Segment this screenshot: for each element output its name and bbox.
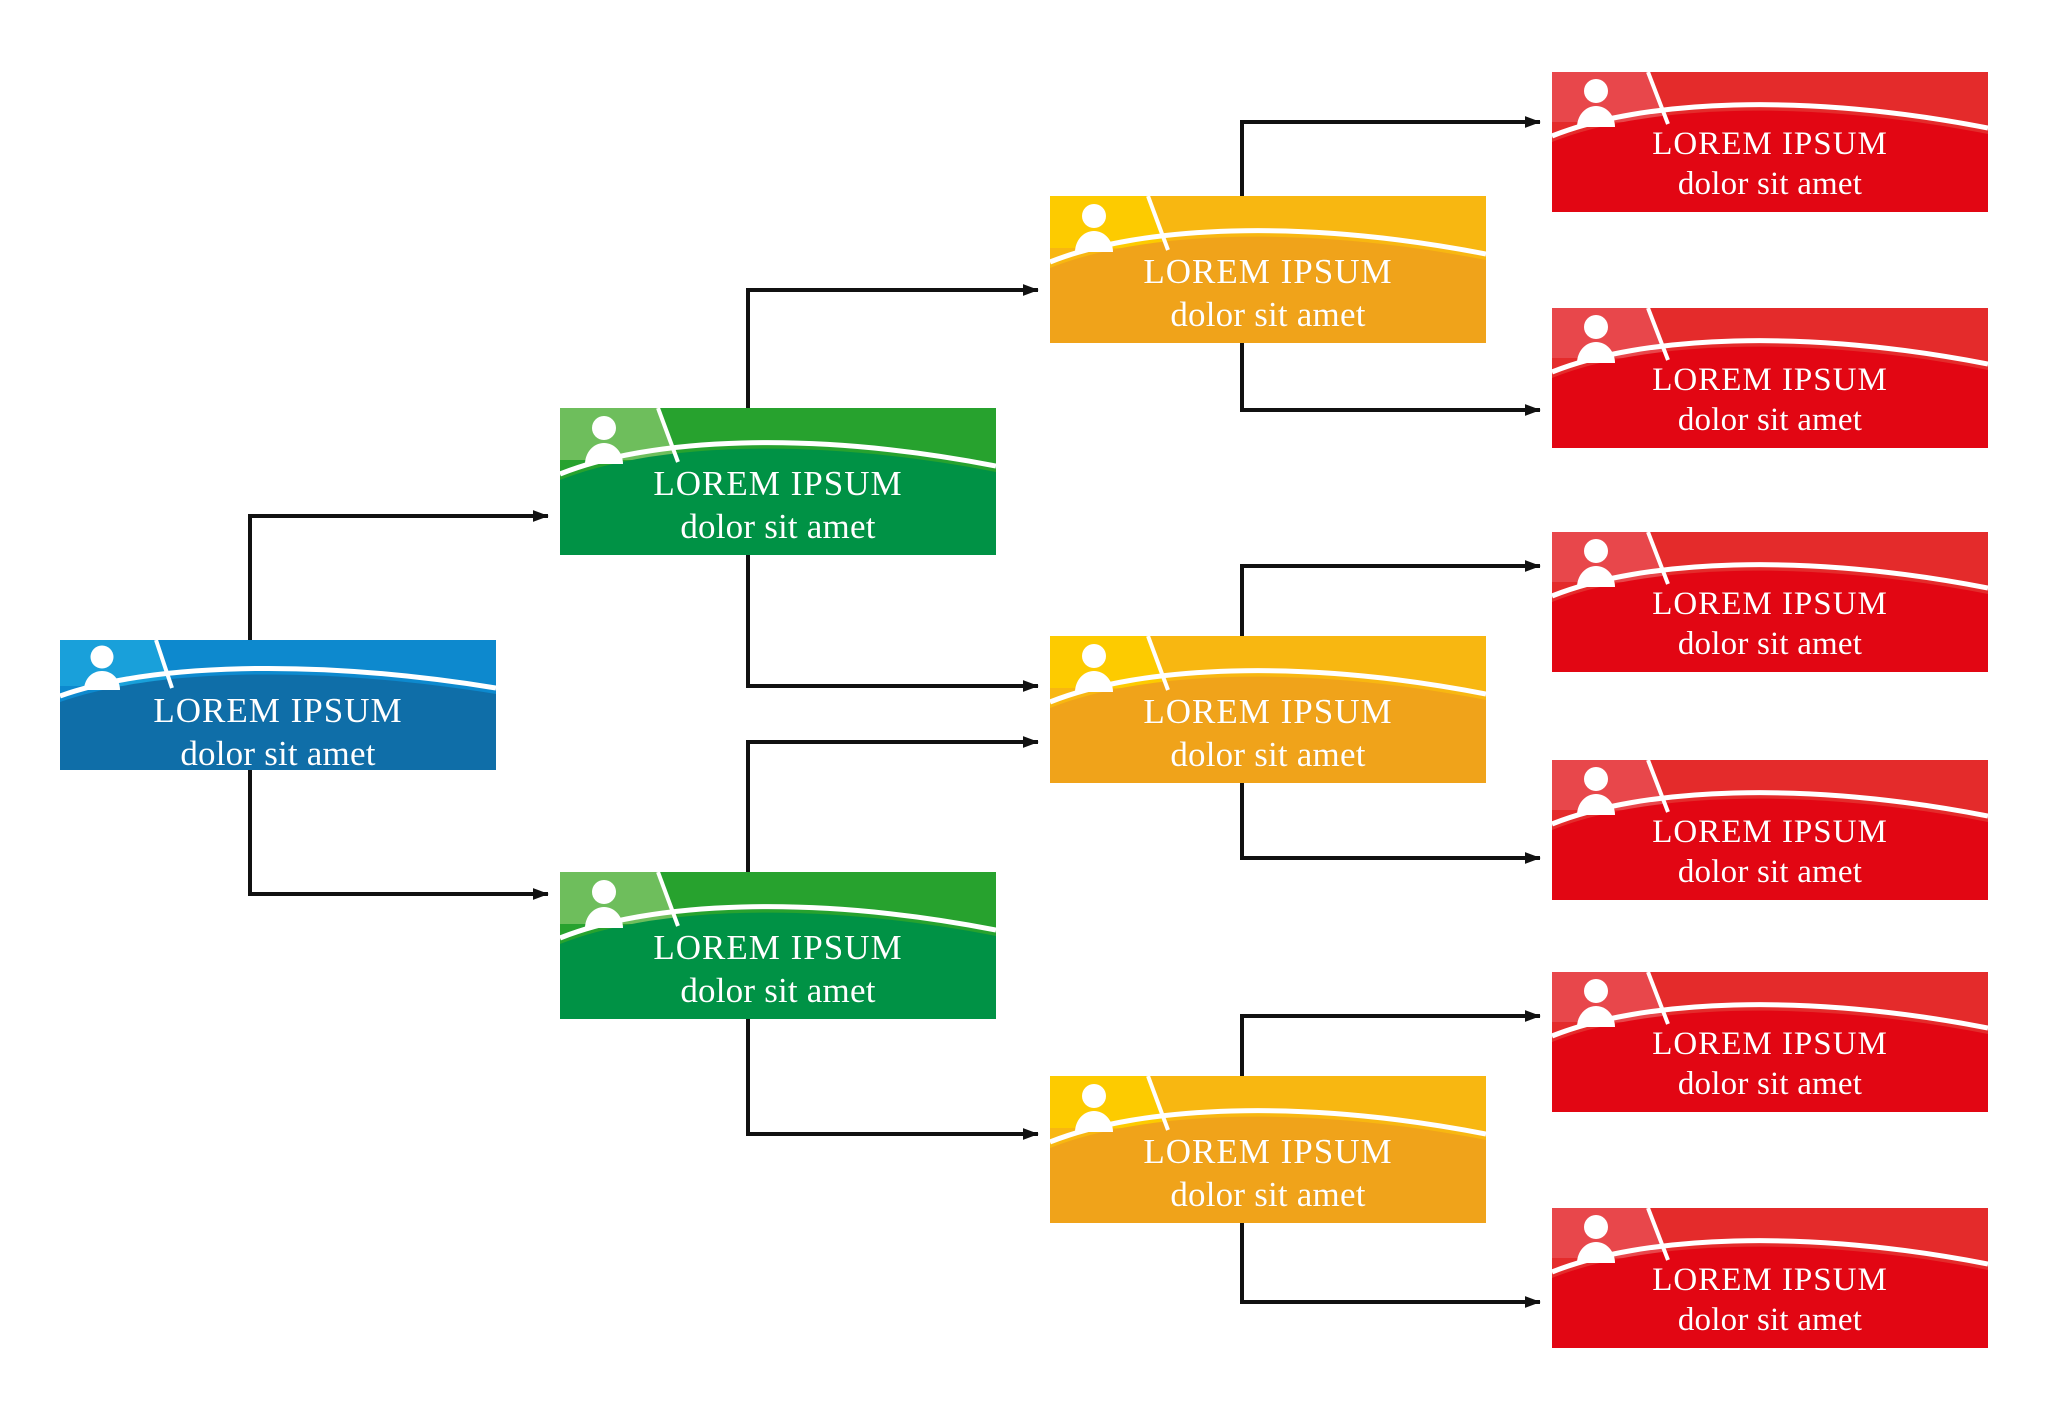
node-label-line2: dolor sit amet [1677,166,1863,203]
edge-n5-n10 [1240,783,1541,864]
node-label-line2: dolor sit amet [1170,734,1366,774]
node-red-1[interactable]: LOREM IPSUM dolor sit amet [1552,72,1988,212]
node-label: LOREM IPSUM dolor sit amet [1552,812,1988,893]
node-label-line2: dolor sit amet [1677,1066,1863,1103]
node-label: LOREM IPSUM dolor sit amet [1552,360,1988,441]
edge-n3-n5 [746,736,1039,872]
node-label-line2: dolor sit amet [1677,402,1863,439]
node-artwork [1050,636,1486,783]
node-label: LOREM IPSUM dolor sit amet [1050,691,1486,776]
node-artwork [560,872,996,1019]
node-label-line1: LOREM IPSUM [1652,814,1888,850]
node-label-line1: LOREM IPSUM [653,928,903,967]
node-label-line2: dolor sit amet [180,733,376,770]
node-artwork [560,408,996,555]
node-artwork [1552,72,1988,212]
node-label-line1: LOREM IPSUM [1143,252,1393,291]
node-root-blue[interactable]: LOREM IPSUM dolor sit amet [60,640,496,770]
node-label: LOREM IPSUM dolor sit amet [1050,251,1486,336]
node-label-line2: dolor sit amet [680,970,876,1010]
node-artwork [1552,308,1988,448]
node-label: LOREM IPSUM dolor sit amet [1552,1024,1988,1105]
node-label-line2: dolor sit amet [1170,1174,1366,1214]
edge-n6-n11 [1240,1010,1541,1076]
node-red-6[interactable]: LOREM IPSUM dolor sit amet [1552,1208,1988,1348]
node-red-4[interactable]: LOREM IPSUM dolor sit amet [1552,760,1988,900]
node-label-line2: dolor sit amet [1677,626,1863,663]
node-label-line1: LOREM IPSUM [1652,1262,1888,1298]
node-green-2[interactable]: LOREM IPSUM dolor sit amet [560,872,996,1019]
node-label-line1: LOREM IPSUM [153,691,403,730]
node-label-line2: dolor sit amet [1170,294,1366,334]
node-label: LOREM IPSUM dolor sit amet [1050,1131,1486,1216]
node-green-1[interactable]: LOREM IPSUM dolor sit amet [560,408,996,555]
node-label: LOREM IPSUM dolor sit amet [560,463,996,548]
node-label-line1: LOREM IPSUM [1652,586,1888,622]
node-label-line1: LOREM IPSUM [1652,126,1888,162]
node-label: LOREM IPSUM dolor sit amet [560,927,996,1012]
node-label-line1: LOREM IPSUM [1652,1026,1888,1062]
node-label: LOREM IPSUM dolor sit amet [1552,1260,1988,1341]
node-artwork [1050,196,1486,343]
edge-n6-n12 [1240,1223,1541,1308]
node-label-line2: dolor sit amet [680,506,876,546]
node-red-2[interactable]: LOREM IPSUM dolor sit amet [1552,308,1988,448]
node-orange-1[interactable]: LOREM IPSUM dolor sit amet [1050,196,1486,343]
edge-n5-n9 [1240,560,1541,636]
node-red-5[interactable]: LOREM IPSUM dolor sit amet [1552,972,1988,1112]
edge-n4-n8 [1240,343,1541,416]
node-orange-2[interactable]: LOREM IPSUM dolor sit amet [1050,636,1486,783]
edge-n4-n7 [1240,116,1541,196]
node-label: LOREM IPSUM dolor sit amet [1552,584,1988,665]
node-label: LOREM IPSUM dolor sit amet [60,690,496,770]
edge-n2-n5 [746,555,1039,692]
edge-n1-n2 [248,510,549,640]
node-label-line1: LOREM IPSUM [653,464,903,503]
node-orange-3[interactable]: LOREM IPSUM dolor sit amet [1050,1076,1486,1223]
node-label-line2: dolor sit amet [1677,854,1863,891]
node-label: LOREM IPSUM dolor sit amet [1552,124,1988,205]
edge-n1-n3 [248,770,549,900]
node-red-3[interactable]: LOREM IPSUM dolor sit amet [1552,532,1988,672]
node-label-line1: LOREM IPSUM [1143,1132,1393,1171]
edge-n2-n4 [746,284,1039,408]
node-artwork [1552,1208,1988,1348]
node-label-line2: dolor sit amet [1677,1302,1863,1339]
node-label-line1: LOREM IPSUM [1143,692,1393,731]
node-artwork [1552,972,1988,1112]
edge-n3-n6 [746,1019,1039,1140]
node-label-line1: LOREM IPSUM [1652,362,1888,398]
node-artwork [60,640,496,770]
